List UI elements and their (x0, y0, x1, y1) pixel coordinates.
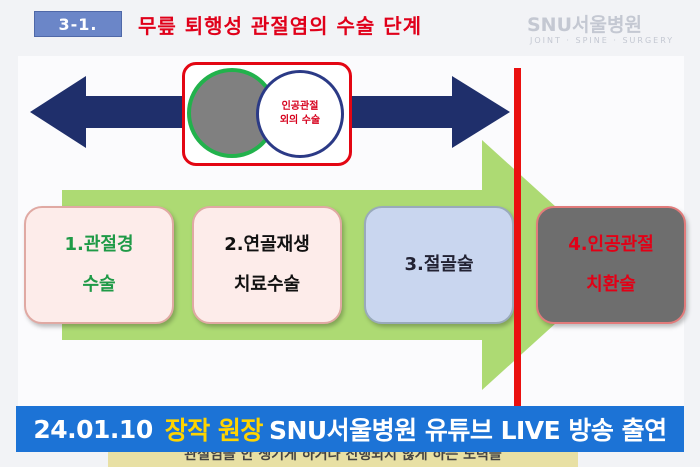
step-2-line1: 2.연골재생 (224, 234, 310, 255)
step-1-line2: 수술 (82, 274, 116, 295)
banner-text: SNU서울병원 유튜브 LIVE 방송 출연 (268, 416, 667, 445)
step-2-line2: 치료수술 (233, 274, 301, 295)
section-badge: 3-1. (34, 11, 122, 37)
logo-subtitle: JOINT · SPINE · SURGERY (530, 36, 675, 45)
step-joint-replacement: 4.인공관절 치환술 (536, 206, 686, 324)
step-arthroscopy: 1.관절경 수술 (24, 206, 174, 324)
non-replacement-circle: 인공관절 외의 수술 (256, 70, 344, 158)
step-1-line1: 1.관절경 (64, 234, 134, 255)
step-4-line2: 치환술 (586, 274, 636, 295)
logo-text: SNU서울병원 (527, 14, 642, 36)
banner-highlight: 장작 원장 (164, 416, 264, 445)
circle-label-line2: 외의 수술 (279, 115, 321, 126)
step-cartilage-regeneration: 2.연골재생 치료수술 (192, 206, 342, 324)
banner-date: 24.01.10 (33, 414, 153, 444)
hospital-logo: SNU서울병원 (527, 10, 642, 37)
step-3-line1: 3.절골술 (404, 254, 474, 275)
slide-title: 무릎 퇴행성 관절염의 수술 단계 (138, 14, 423, 38)
step-osteotomy: 3.절골술 (364, 206, 514, 324)
broadcast-banner: 24.01.10 장작 원장 SNU서울병원 유튜브 LIVE 방송 출연 (16, 406, 684, 452)
red-divider-line (514, 68, 521, 458)
step-4-line1: 4.인공관절 (568, 234, 654, 255)
circle-label-line1: 인공관절 (281, 101, 319, 112)
